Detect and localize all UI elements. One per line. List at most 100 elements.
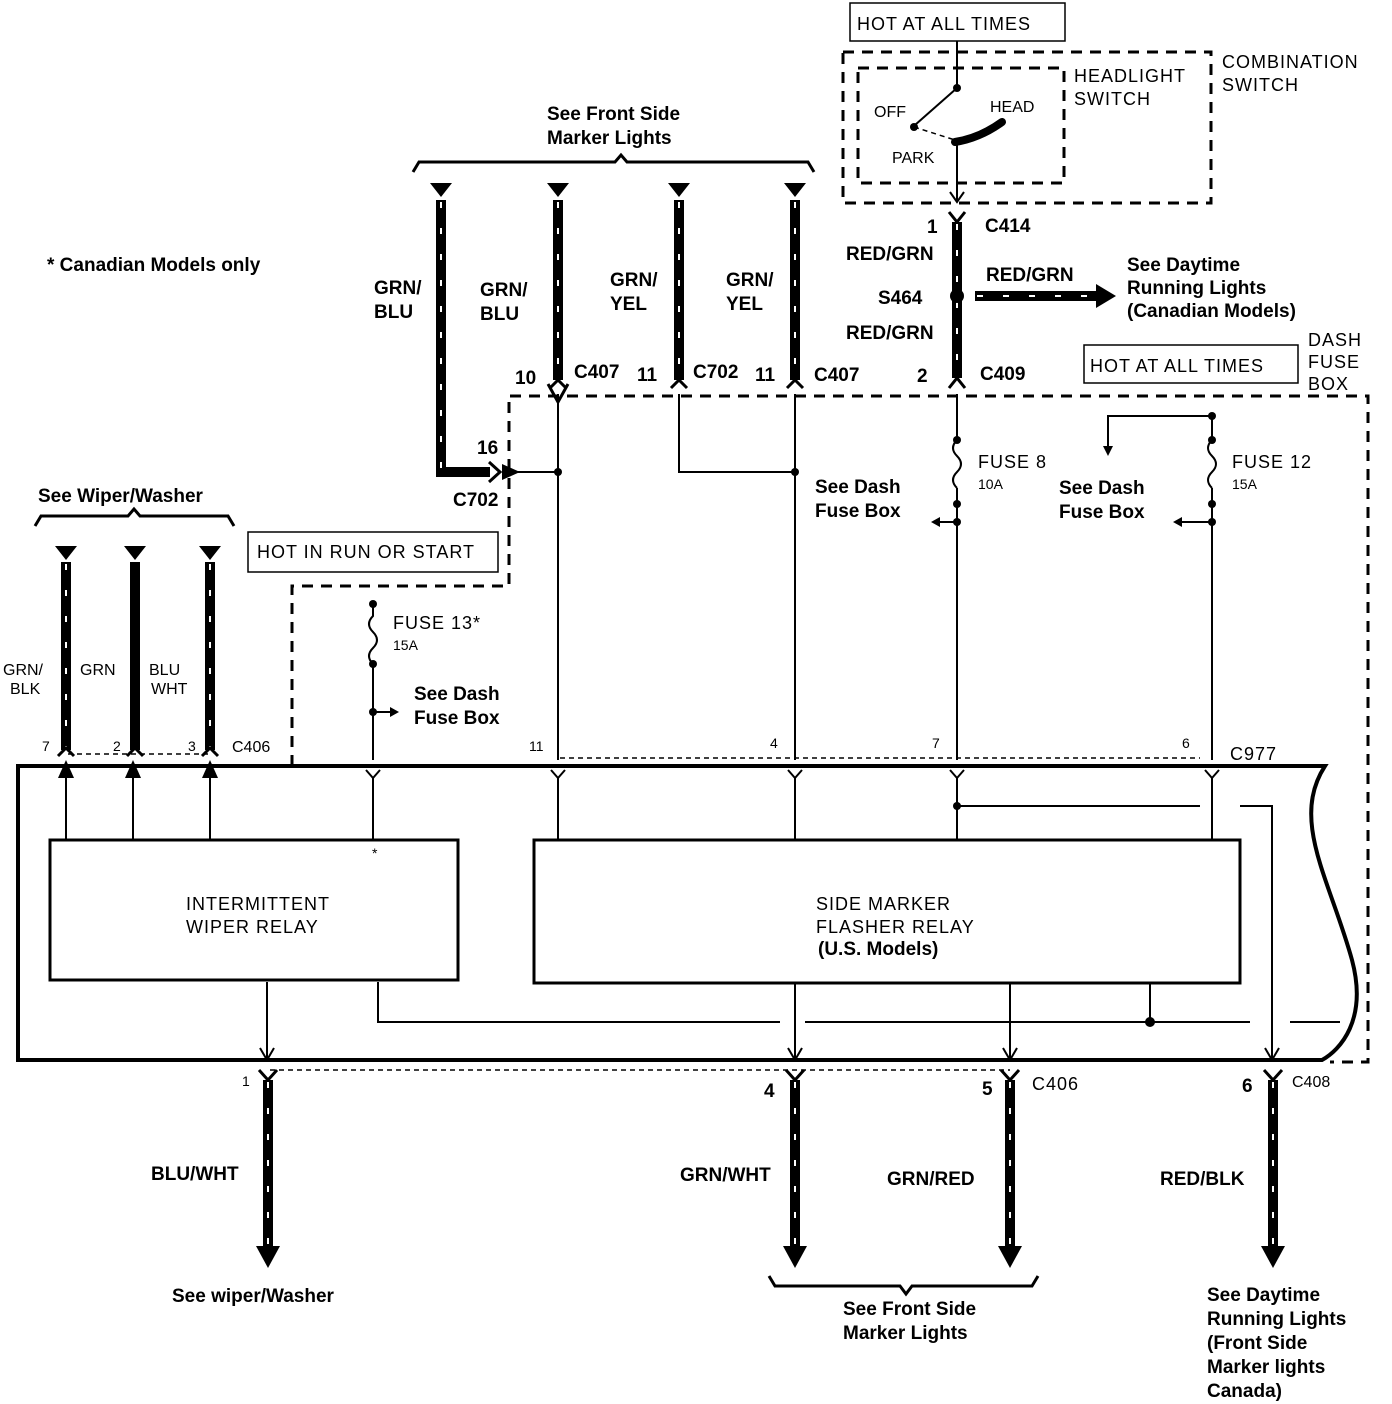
svg-text:See Daytime: See Daytime [1207,1285,1320,1306]
svg-text:See Dash: See Dash [815,477,901,498]
svg-text:See Daytime: See Daytime [1127,255,1240,276]
svg-text:YEL: YEL [610,294,647,315]
svg-text:*: * [372,845,378,861]
svg-text:Fuse Box: Fuse Box [414,708,500,729]
svg-text:See Front Side: See Front Side [547,104,680,125]
relay-outputs [259,982,1340,1062]
svg-text:Canada): Canada) [1207,1381,1282,1402]
svg-text:GRN/: GRN/ [3,662,44,679]
svg-text:WIPER RELAY: WIPER RELAY [186,917,319,937]
svg-text:(U.S. Models): (U.S. Models) [818,939,938,960]
svg-text:3: 3 [188,738,196,754]
hot-at-all-times-top: HOT AT ALL TIMES [849,2,1066,42]
svg-text:Running Lights: Running Lights [1207,1309,1346,1330]
svg-text:GRN/: GRN/ [726,270,774,291]
svg-text:HEAD: HEAD [990,99,1034,116]
svg-text:15A: 15A [393,637,419,653]
svg-text:HEADLIGHT: HEADLIGHT [1074,66,1186,86]
svg-text:2: 2 [113,738,121,754]
bottom-wires: 1 4 5 6 C406 C408 BLU/WHT GRN/WHT GRN/RE… [151,1068,1330,1268]
svg-text:S464: S464 [878,288,923,309]
svg-text:11: 11 [637,365,658,386]
svg-text:BLU: BLU [149,662,180,679]
svg-text:Fuse Box: Fuse Box [1059,502,1145,523]
front-side-marker-top-group: See Front Side Marker Lights [411,104,816,173]
svg-text:FUSE 12: FUSE 12 [1232,452,1312,472]
svg-text:See Dash: See Dash [1059,478,1145,499]
svg-text:BLU/WHT: BLU/WHT [151,1164,239,1185]
svg-text:1: 1 [927,217,938,238]
svg-text:11: 11 [755,365,776,386]
dash-box-wiring: See Dash Fuse Box FUSE 8 10A FUSE 12 15A… [368,383,1312,764]
hot-at-all-times-dash: HOT AT ALL TIMES DASH FUSE BOX [1083,330,1362,394]
svg-text:5: 5 [982,1079,993,1100]
canadian-note: * Canadian Models only [47,255,261,276]
svg-text:1: 1 [242,1073,250,1089]
svg-text:See wiper/Washer: See wiper/Washer [172,1286,335,1307]
svg-text:C977: C977 [1230,744,1277,764]
svg-text:4: 4 [764,1081,775,1102]
svg-text:7: 7 [42,738,50,754]
top-wires: GRN/ BLU GRN/ BLU GRN/ YEL GRN/ YEL 10 C… [374,183,859,511]
hot-in-run-or-start: HOT IN RUN OR START [247,531,499,573]
svg-text:C406: C406 [1032,1074,1079,1094]
red-grn-wire: 1 C414 RED/GRN S464 RED/GRN 2 C409 RED/G… [846,211,1296,389]
svg-text:11: 11 [529,738,544,754]
side-marker-flasher-relay: SIDE MARKER FLASHER RELAY (U.S. Models) [532,838,1242,985]
svg-text:10A: 10A [978,476,1004,492]
svg-text:RED/GRN: RED/GRN [846,323,934,344]
svg-text:BLK: BLK [10,681,41,698]
svg-text:See Front Side: See Front Side [843,1299,976,1320]
svg-text:Marker Lights: Marker Lights [843,1323,968,1344]
svg-text:10: 10 [515,368,536,389]
bottom-notes: See wiper/Washer See Front Side Marker L… [172,1275,1346,1402]
svg-text:BLU: BLU [480,304,519,325]
svg-text:OFF: OFF [874,104,906,121]
svg-text:BOX: BOX [1308,374,1349,394]
svg-text:C702: C702 [693,362,738,383]
svg-text:INTERMITTENT: INTERMITTENT [186,894,330,914]
svg-text:RED/BLK: RED/BLK [1160,1169,1245,1190]
svg-text:(Front Side: (Front Side [1207,1333,1307,1354]
svg-text:6: 6 [1242,1076,1253,1097]
svg-text:4: 4 [770,735,778,751]
svg-text:SIDE MARKER: SIDE MARKER [816,894,951,914]
wiper-top-group: See Wiper/Washer GRN/ BLK GRN BLU WHT 7 … [3,486,270,758]
svg-text:GRN/WHT: GRN/WHT [680,1165,771,1186]
svg-text:FLASHER RELAY: FLASHER RELAY [816,917,975,937]
svg-text:(Canadian Models): (Canadian Models) [1127,301,1296,322]
svg-text:C702: C702 [453,490,498,511]
svg-text:BLU: BLU [374,302,413,323]
intermittent-wiper-relay: INTERMITTENT WIPER RELAY * [48,838,460,982]
svg-text:HOT AT ALL TIMES: HOT AT ALL TIMES [857,14,1031,34]
svg-text:C409: C409 [980,364,1025,385]
svg-text:COMBINATION: COMBINATION [1222,52,1359,72]
svg-text:GRN: GRN [80,662,116,679]
svg-text:FUSE 8: FUSE 8 [978,452,1047,472]
svg-text:C414: C414 [985,216,1031,237]
svg-text:PARK: PARK [892,150,935,167]
svg-text:C407: C407 [814,365,859,386]
svg-text:C408: C408 [1292,1074,1330,1091]
combination-switch: COMBINATION SWITCH HEADLIGHT SWITCH OFF … [841,41,1359,205]
svg-text:HOT IN RUN OR START: HOT IN RUN OR START [257,542,475,562]
svg-text:YEL: YEL [726,294,763,315]
svg-text:GRN/: GRN/ [374,278,422,299]
svg-text:16: 16 [477,438,498,459]
svg-text:6: 6 [1182,735,1190,751]
svg-text:C407: C407 [574,362,619,383]
svg-text:7: 7 [932,735,940,751]
svg-text:FUSE: FUSE [1308,352,1360,372]
svg-text:Marker Lights: Marker Lights [547,128,672,149]
svg-text:GRN/: GRN/ [480,280,528,301]
svg-text:GRN/RED: GRN/RED [887,1169,975,1190]
svg-text:Fuse Box: Fuse Box [815,501,901,522]
svg-text:SWITCH: SWITCH [1074,89,1151,109]
svg-text:2: 2 [917,366,928,387]
svg-text:DASH: DASH [1308,330,1362,350]
svg-text:RED/GRN: RED/GRN [846,244,934,265]
svg-text:See Wiper/Washer: See Wiper/Washer [38,486,204,507]
svg-text:15A: 15A [1232,476,1258,492]
svg-text:HOT AT ALL TIMES: HOT AT ALL TIMES [1090,356,1264,376]
